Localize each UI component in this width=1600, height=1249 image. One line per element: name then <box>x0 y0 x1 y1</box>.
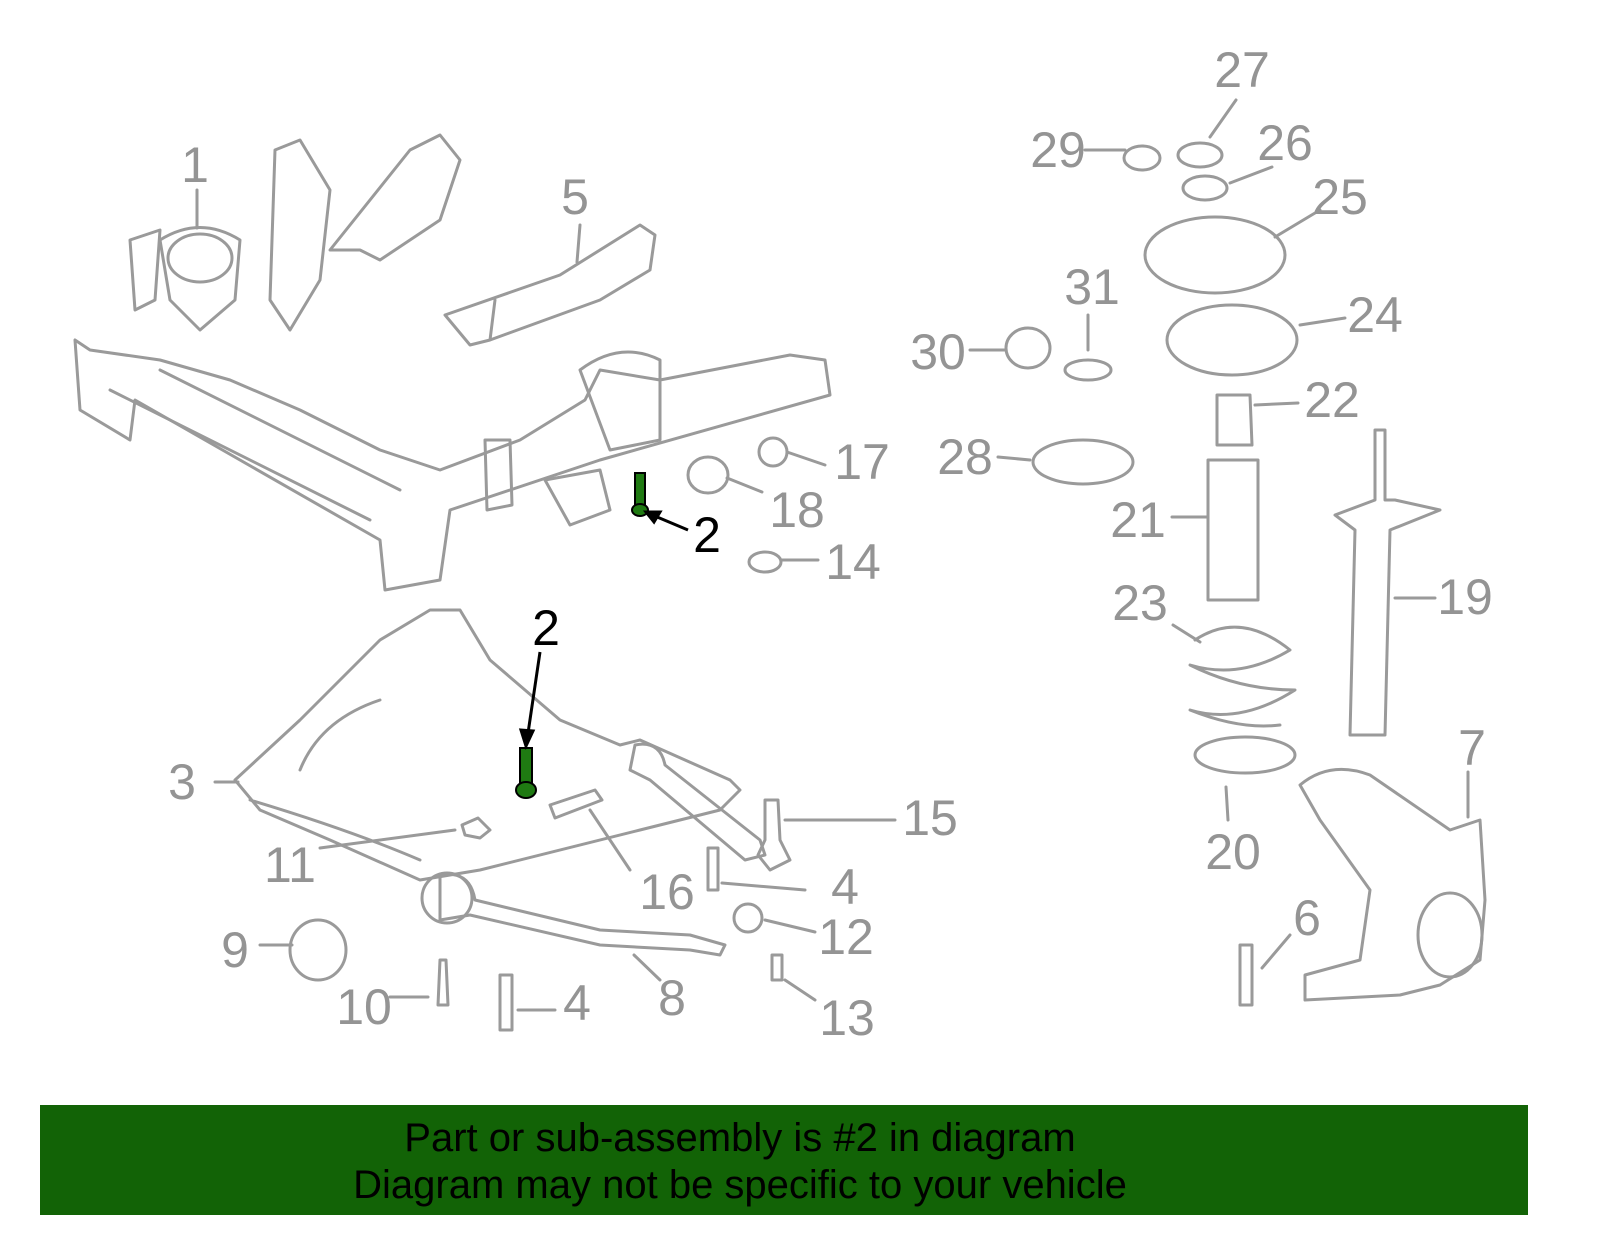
nut-14 <box>747 550 783 574</box>
lower-arm-part <box>233 608 742 882</box>
banner-line-2: Diagram may not be specific to your vehi… <box>353 1163 1127 1207</box>
callout-26[interactable]: 26 <box>1257 115 1313 171</box>
strut-19 <box>1333 428 1442 737</box>
insulator-20 <box>1193 735 1297 775</box>
bushing-9 <box>288 918 348 982</box>
banner-line-1: Part or sub-assembly is #2 in diagram <box>404 1116 1076 1160</box>
callout-27[interactable]: 27 <box>1214 42 1270 98</box>
callout-17[interactable]: 17 <box>834 434 890 490</box>
callout-2-upper[interactable]: 2 <box>693 507 721 563</box>
callout-31[interactable]: 31 <box>1064 259 1120 315</box>
callout-23[interactable]: 23 <box>1112 575 1168 631</box>
bushing-18 <box>686 455 730 495</box>
callout-5[interactable]: 5 <box>561 169 589 225</box>
callout-30[interactable]: 30 <box>910 324 966 380</box>
callout-4-upper[interactable]: 4 <box>831 859 859 915</box>
callout-28[interactable]: 28 <box>937 429 993 485</box>
callout-21[interactable]: 21 <box>1110 492 1166 548</box>
seat-24 <box>1165 303 1299 377</box>
callout-13[interactable]: 13 <box>819 990 875 1046</box>
info-banner: Part or sub-assembly is #2 in diagram Di… <box>40 1105 1528 1215</box>
cap-31 <box>1063 358 1113 382</box>
bumper-22 <box>1215 393 1254 447</box>
bracket-part <box>443 223 657 347</box>
washer-27 <box>1176 141 1224 169</box>
bolt-13 <box>770 953 784 982</box>
callout-9[interactable]: 9 <box>221 922 249 978</box>
highlight-leaders <box>518 510 689 751</box>
callout-12[interactable]: 12 <box>818 909 874 965</box>
spring-23 <box>1188 625 1297 728</box>
callout-7[interactable]: 7 <box>1458 720 1486 776</box>
highlighted-bolt-2-lower <box>515 747 537 799</box>
callout-22[interactable]: 22 <box>1304 372 1360 428</box>
nut-30 <box>1004 326 1052 370</box>
bolt-4-lower <box>498 973 514 1032</box>
callout-14[interactable]: 14 <box>825 534 881 590</box>
callout-16[interactable]: 16 <box>639 864 695 920</box>
callout-10[interactable]: 10 <box>336 979 392 1035</box>
subframe-part <box>73 133 832 592</box>
boot-21 <box>1206 458 1260 602</box>
leader-lines <box>195 98 1470 1012</box>
nut-29 <box>1122 144 1162 172</box>
callout-3[interactable]: 3 <box>168 754 196 810</box>
callout-24[interactable]: 24 <box>1347 287 1403 343</box>
callout-25[interactable]: 25 <box>1312 169 1368 225</box>
callout-2-lower[interactable]: 2 <box>532 600 560 656</box>
nut-17 <box>757 436 789 468</box>
knuckle-7 <box>1298 767 1487 1002</box>
callout-18[interactable]: 18 <box>769 482 825 538</box>
callout-4-lower[interactable]: 4 <box>563 975 591 1031</box>
bolt-6 <box>1238 943 1254 1007</box>
ball-joint-15 <box>756 798 792 872</box>
mount-28 <box>1031 438 1135 486</box>
ball-joint-12 <box>732 902 764 934</box>
bushing-11 <box>460 816 492 840</box>
mount-25 <box>1143 215 1287 295</box>
stud-16 <box>548 788 604 820</box>
bolt-10 <box>436 958 450 1007</box>
callout-29[interactable]: 29 <box>1030 122 1086 178</box>
highlighted-bolt-2-upper <box>631 472 649 517</box>
bolt-4-upper <box>706 846 720 892</box>
callout-15[interactable]: 15 <box>902 790 958 846</box>
callout-20[interactable]: 20 <box>1205 824 1261 880</box>
callout-8[interactable]: 8 <box>658 970 686 1026</box>
callout-11[interactable]: 11 <box>264 837 316 893</box>
callout-19[interactable]: 19 <box>1437 569 1493 625</box>
callout-6[interactable]: 6 <box>1293 890 1321 946</box>
callout-1[interactable]: 1 <box>181 137 209 193</box>
washer-26 <box>1181 174 1229 202</box>
